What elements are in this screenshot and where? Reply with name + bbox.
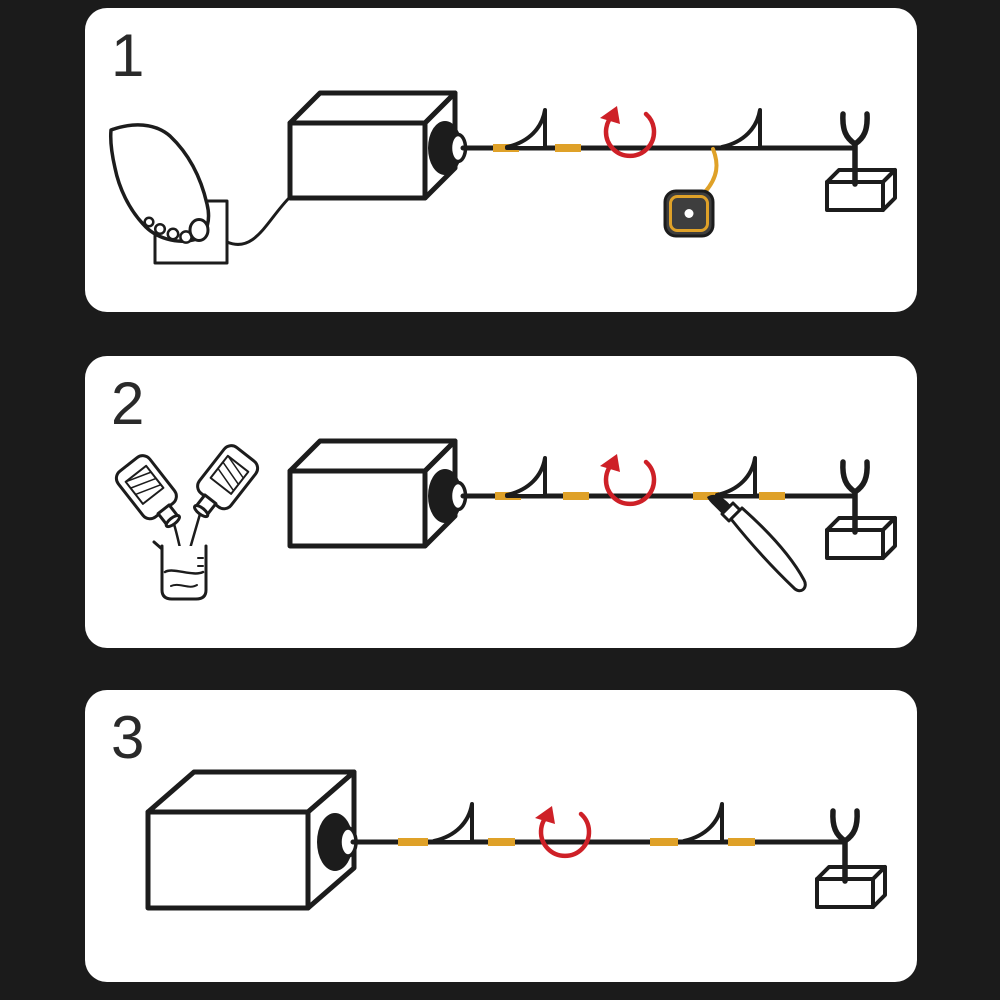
rod-support-fin-icon xyxy=(715,456,757,498)
step-panel-3: 3 xyxy=(85,690,917,982)
drive-motor-icon xyxy=(290,93,466,198)
step-panel-2: 2 xyxy=(85,356,917,648)
step-3-illustration xyxy=(145,769,917,911)
rod-support-fin-icon xyxy=(432,802,474,844)
step-panel-1: 1 xyxy=(85,8,917,312)
fork-rest-icon xyxy=(827,114,895,210)
drive-motor-icon xyxy=(290,441,466,546)
rod-support-fin-icon xyxy=(682,802,724,844)
bottle-icon xyxy=(193,444,260,519)
paint-brush-icon xyxy=(707,494,807,593)
step-1-illustration xyxy=(109,8,917,265)
rod-support-fin-icon xyxy=(505,456,547,498)
rotation-arrow-icon xyxy=(535,806,589,856)
step-2-illustration xyxy=(114,356,917,601)
step-number: 3 xyxy=(111,704,145,771)
rod-support-fin-icon xyxy=(505,108,547,150)
pedal-cable xyxy=(225,195,292,246)
foot-icon xyxy=(109,123,211,244)
shaft-tape-marks xyxy=(398,838,755,846)
beaker-icon xyxy=(152,540,208,601)
rod-support-fin-icon xyxy=(720,108,762,150)
drive-motor-icon xyxy=(145,769,358,911)
fork-rest-icon xyxy=(817,811,885,907)
bottle-icon xyxy=(114,454,181,529)
fork-rest-icon xyxy=(827,462,895,558)
tape-measure-icon xyxy=(663,147,719,238)
step-number: 2 xyxy=(111,370,145,437)
step-number: 1 xyxy=(111,22,145,89)
